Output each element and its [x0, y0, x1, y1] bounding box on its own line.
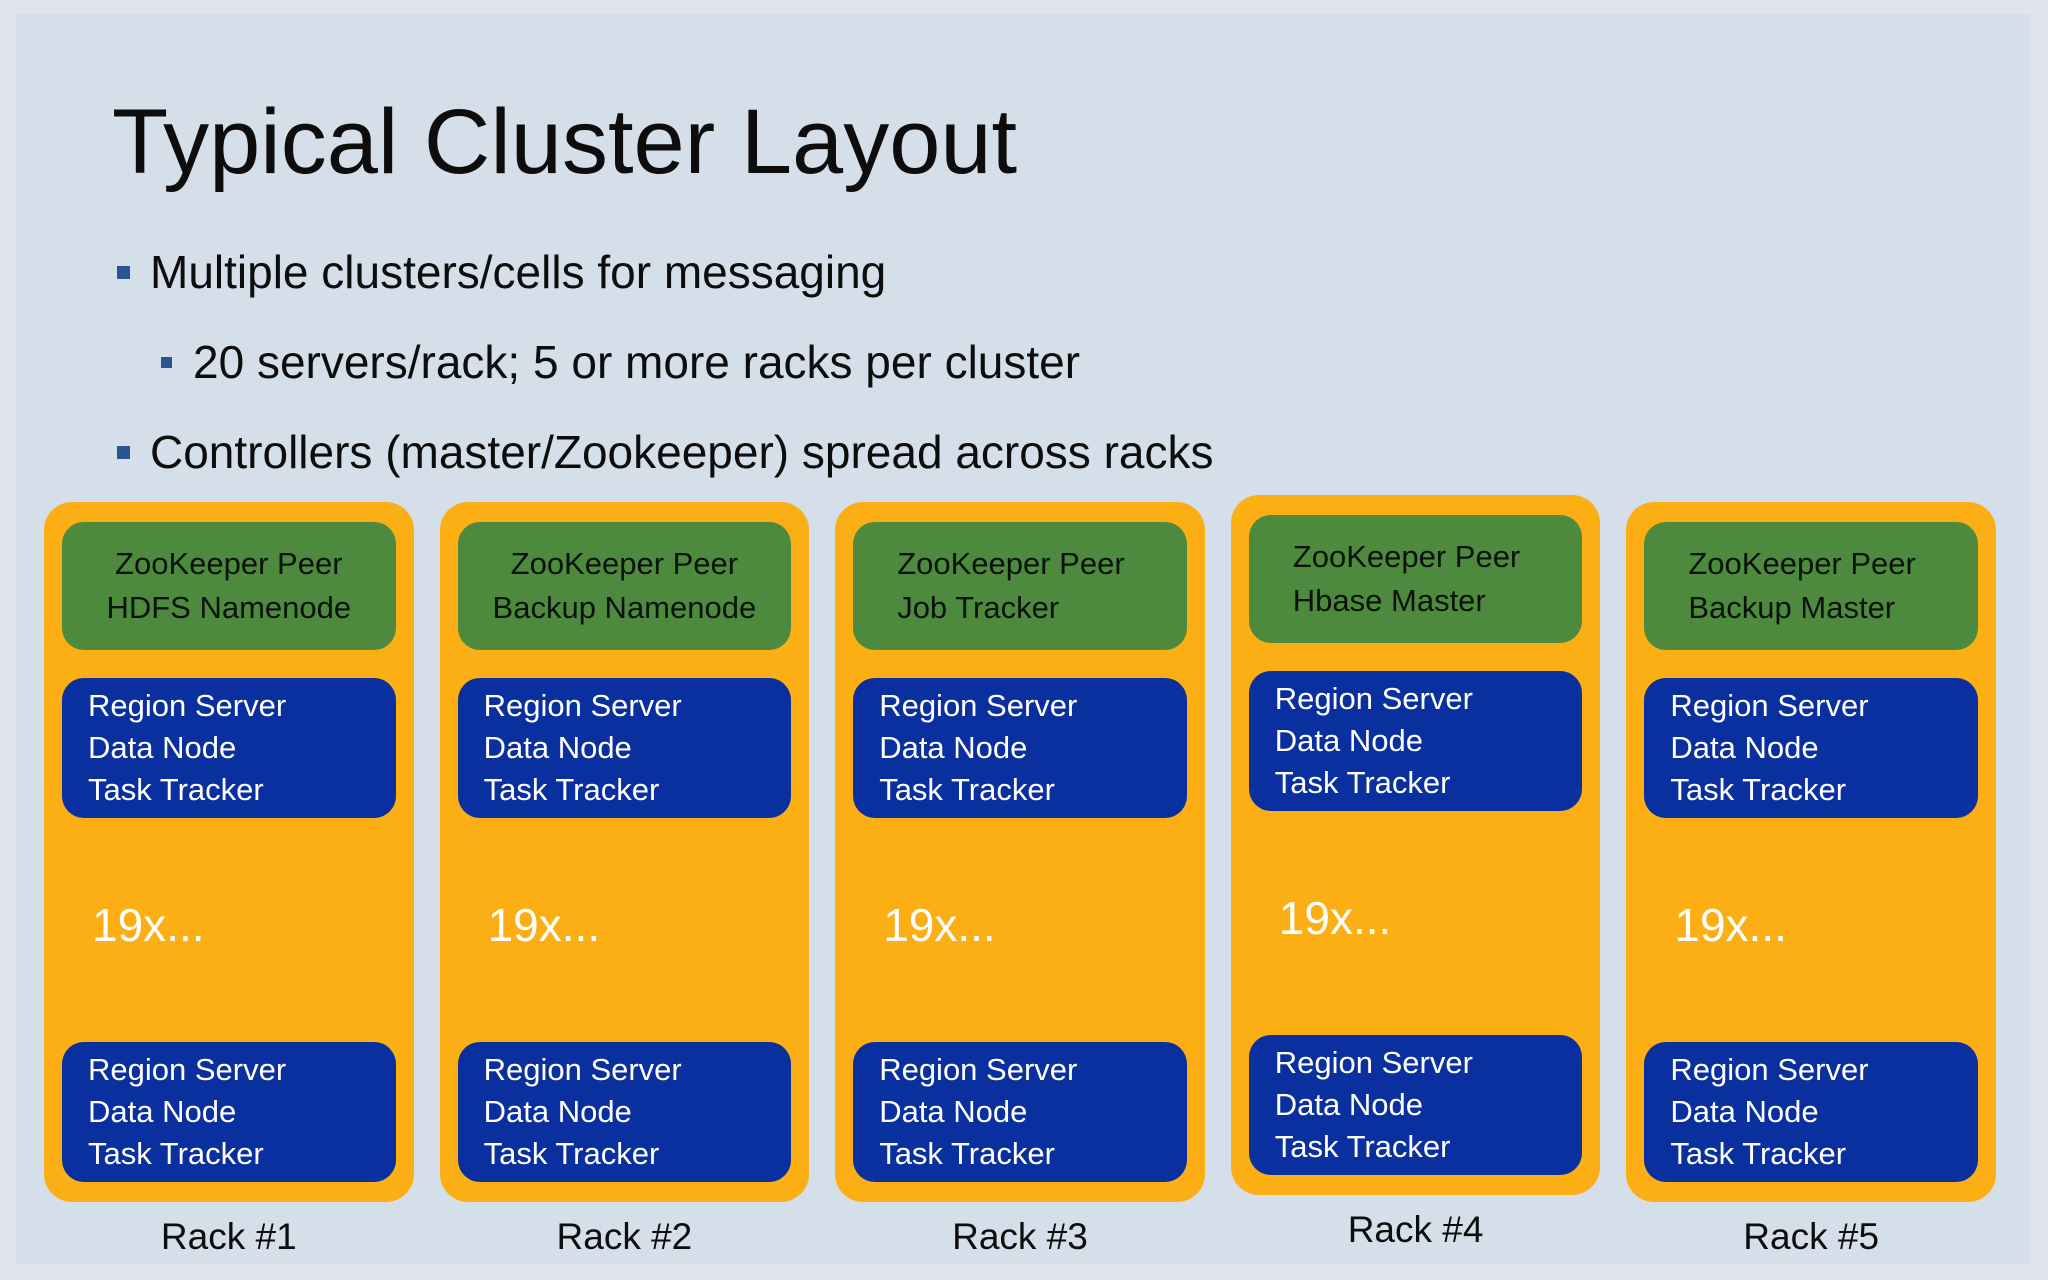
server-line: Data Node	[1274, 723, 1423, 758]
server-line: Region Server	[483, 1052, 682, 1087]
server-line: Data Node	[1670, 1094, 1819, 1129]
server-line: Region Server	[88, 688, 287, 723]
server-line: Data Node	[1274, 1087, 1423, 1122]
server-line: Region Server	[88, 1052, 287, 1087]
controller-line: ZooKeeper Peer	[115, 546, 343, 581]
bullet-marker-icon	[117, 266, 130, 279]
server-line: Region Server	[483, 688, 682, 723]
repeat-count-label: 19x...	[487, 899, 601, 951]
server-line: Region Server	[1274, 1045, 1473, 1080]
server-line: Task Tracker	[483, 1136, 660, 1171]
page-title: Typical Cluster Layout	[112, 91, 1018, 193]
repeat-count-label: 19x...	[883, 899, 996, 951]
bullet-text: Controllers (master/Zookeeper) spread ac…	[150, 426, 1214, 478]
server-line: Region Server	[879, 688, 1078, 723]
rack-label: Rack #1	[160, 1216, 297, 1257]
repeat-count-label: 19x...	[1278, 892, 1392, 944]
server-line: Region Server	[1274, 681, 1473, 716]
repeat-count-label: 19x...	[92, 899, 205, 951]
repeat-count-label: 19x...	[1674, 899, 1787, 951]
bullet-list: Multiple clusters/cells for messaging 20 …	[112, 244, 1213, 514]
server-line: Task Tracker	[879, 772, 1055, 807]
controller-line: Hbase Master	[1292, 583, 1486, 618]
server-line: Task Tracker	[1274, 1129, 1451, 1164]
server-line: Data Node	[483, 1094, 632, 1129]
slide-canvas: Typical Cluster Layout Multiple clusters…	[16, 14, 2030, 1264]
controller-line: Job Tracker	[897, 590, 1060, 625]
server-line: Task Tracker	[1274, 765, 1451, 800]
bullet-marker-icon	[161, 357, 172, 368]
server-line: Data Node	[879, 1094, 1028, 1129]
rack-label: Rack #4	[1347, 1209, 1484, 1250]
controller-line: ZooKeeper Peer	[1688, 546, 1916, 581]
controller-line: HDFS Namenode	[106, 590, 352, 625]
server-line: Region Server	[1670, 688, 1869, 723]
bullet-marker-icon	[117, 446, 130, 459]
server-line: Task Tracker	[88, 772, 264, 807]
server-line: Data Node	[483, 730, 632, 765]
rack-label: Rack #3	[952, 1216, 1088, 1257]
server-line: Task Tracker	[1670, 1136, 1847, 1171]
controller-line: ZooKeeper Peer	[510, 546, 739, 581]
rack-label: Rack #2	[556, 1216, 693, 1257]
server-line: Data Node	[88, 730, 237, 765]
bullet-text: Multiple clusters/cells for messaging	[150, 246, 887, 298]
bullet-item: Multiple clusters/cells for messaging	[112, 244, 1213, 300]
controller-line: Backup Master	[1688, 590, 1896, 625]
controller-line: ZooKeeper Peer	[1292, 539, 1521, 574]
controller-line: ZooKeeper Peer	[897, 546, 1125, 581]
server-line: Task Tracker	[88, 1136, 264, 1171]
server-line: Task Tracker	[879, 1136, 1055, 1171]
server-line: Region Server	[1670, 1052, 1869, 1087]
bullet-item: Controllers (master/Zookeeper) spread ac…	[112, 424, 1213, 480]
server-line: Region Server	[879, 1052, 1078, 1087]
server-line: Task Tracker	[1670, 772, 1847, 807]
bullet-text: 20 servers/rack; 5 or more racks per clu…	[193, 336, 1081, 388]
bullet-item: 20 servers/rack; 5 or more racks per clu…	[112, 334, 1213, 390]
controller-line: Backup Namenode	[492, 590, 757, 625]
server-line: Task Tracker	[483, 772, 660, 807]
server-line: Data Node	[879, 730, 1028, 765]
rack-label: Rack #5	[1743, 1216, 1880, 1257]
server-line: Data Node	[88, 1094, 237, 1129]
server-line: Data Node	[1670, 730, 1819, 765]
